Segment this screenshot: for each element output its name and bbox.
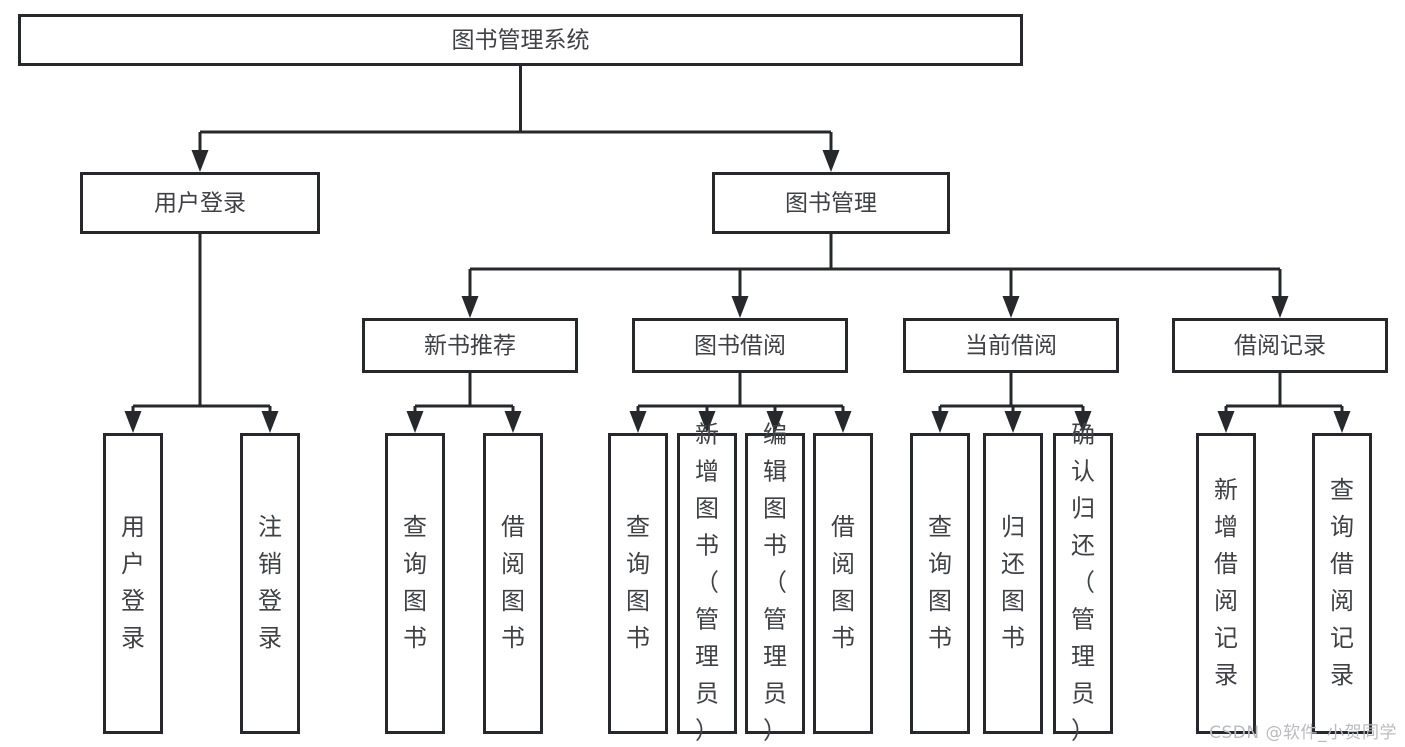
node-box[interactable]: [632, 318, 848, 373]
node-label: 当前借阅: [965, 333, 1057, 359]
node-l_bbook1[interactable]: 借阅图书: [483, 433, 543, 734]
node-root[interactable]: 图书管理系统: [18, 14, 1023, 66]
node-box[interactable]: [1196, 433, 1256, 734]
edge-arrow: [461, 269, 479, 318]
node-box[interactable]: [903, 318, 1119, 373]
edge-group-borrow: [629, 373, 852, 433]
node-box[interactable]: [677, 433, 737, 734]
node-label: 借阅记录: [1234, 333, 1326, 359]
node-label: 新增图书（管理员）: [695, 421, 719, 745]
node-box[interactable]: [362, 318, 578, 373]
edge-arrow: [629, 406, 647, 433]
edge-arrow: [261, 406, 279, 433]
node-label: 查询图书: [626, 513, 650, 652]
node-l_addbook[interactable]: 新增图书（管理员）: [677, 421, 737, 745]
node-l_qbook1[interactable]: 查询图书: [385, 433, 445, 734]
edge-arrow: [504, 406, 522, 433]
node-box[interactable]: [103, 433, 163, 734]
node-l_return[interactable]: 归还图书: [983, 433, 1043, 734]
edge-arrow: [766, 406, 784, 433]
edge-arrow: [1002, 269, 1020, 318]
node-l_qrec[interactable]: 查询借阅记录: [1312, 433, 1372, 734]
node-l_login[interactable]: 用户登录: [103, 433, 163, 734]
node-label: 用户登录: [121, 513, 145, 652]
edge-arrow: [822, 132, 840, 172]
edge-arrow: [1333, 406, 1351, 433]
node-box[interactable]: [983, 433, 1043, 734]
node-label: 图书管理: [785, 191, 877, 217]
node-bookmgmt[interactable]: 图书管理: [712, 172, 950, 234]
edge-group-bookmgmt: [461, 234, 1289, 318]
node-label: 编辑图书（管理员）: [763, 421, 787, 745]
node-box[interactable]: [240, 433, 300, 734]
node-label: 查询借阅记录: [1330, 476, 1354, 689]
node-label: 借阅图书: [501, 513, 525, 652]
edge-group-newrec: [406, 373, 522, 433]
edge-arrow: [931, 406, 949, 433]
edge-group-current: [931, 373, 1092, 433]
edge-arrow: [1074, 406, 1092, 433]
node-records[interactable]: 借阅记录: [1172, 318, 1388, 373]
node-label: 图书借阅: [694, 333, 786, 359]
edge-arrow: [191, 132, 209, 172]
node-layer: 图书管理系统用户登录图书管理新书推荐图书借阅当前借阅借阅记录用户登录注销登录查询…: [18, 14, 1388, 745]
node-label: 查询图书: [403, 513, 427, 652]
node-l_addrec[interactable]: 新增借阅记录: [1196, 433, 1256, 734]
node-l_confirm[interactable]: 确认归还（管理员）: [1053, 421, 1113, 745]
node-box[interactable]: [712, 172, 950, 234]
edge-group-records: [1217, 373, 1351, 433]
node-newrec[interactable]: 新书推荐: [362, 318, 578, 373]
node-box[interactable]: [18, 14, 1023, 66]
node-l_logout[interactable]: 注销登录: [240, 433, 300, 734]
node-label: 用户登录: [154, 191, 246, 217]
node-box[interactable]: [483, 433, 543, 734]
node-l_bbook2[interactable]: 借阅图书: [813, 433, 873, 734]
edge-group-root: [191, 66, 840, 172]
node-l_qbook2[interactable]: 查询图书: [608, 433, 668, 734]
node-label: 新增借阅记录: [1214, 476, 1238, 689]
node-box[interactable]: [1172, 318, 1388, 373]
edge-arrow: [731, 269, 749, 318]
edge-arrow: [1217, 406, 1235, 433]
node-box[interactable]: [813, 433, 873, 734]
edge-arrow: [124, 406, 142, 433]
edge-arrow: [834, 406, 852, 433]
node-label: 确认归还（管理员）: [1071, 421, 1095, 745]
node-label: 图书管理系统: [452, 28, 590, 54]
node-label: 新书推荐: [424, 333, 516, 359]
node-borrow[interactable]: 图书借阅: [632, 318, 848, 373]
node-box[interactable]: [385, 433, 445, 734]
node-label: 注销登录: [258, 513, 282, 652]
node-box[interactable]: [608, 433, 668, 734]
node-label: 归还图书: [1001, 513, 1025, 652]
node-box[interactable]: [745, 433, 805, 734]
node-login[interactable]: 用户登录: [80, 172, 320, 234]
node-l_editbook[interactable]: 编辑图书（管理员）: [745, 421, 805, 745]
edge-arrow: [406, 406, 424, 433]
edge-arrow: [698, 406, 716, 433]
edge-layer: [124, 66, 1351, 433]
node-current[interactable]: 当前借阅: [903, 318, 1119, 373]
node-box[interactable]: [910, 433, 970, 734]
node-box[interactable]: [80, 172, 320, 234]
node-label: 借阅图书: [831, 513, 855, 652]
edge-group-login: [124, 234, 279, 433]
edge-arrow: [1004, 406, 1022, 433]
edge-arrow: [1271, 269, 1289, 318]
node-box[interactable]: [1312, 433, 1372, 734]
node-box[interactable]: [1053, 433, 1113, 734]
node-label: 查询图书: [928, 513, 952, 652]
node-l_qbook3[interactable]: 查询图书: [910, 433, 970, 734]
